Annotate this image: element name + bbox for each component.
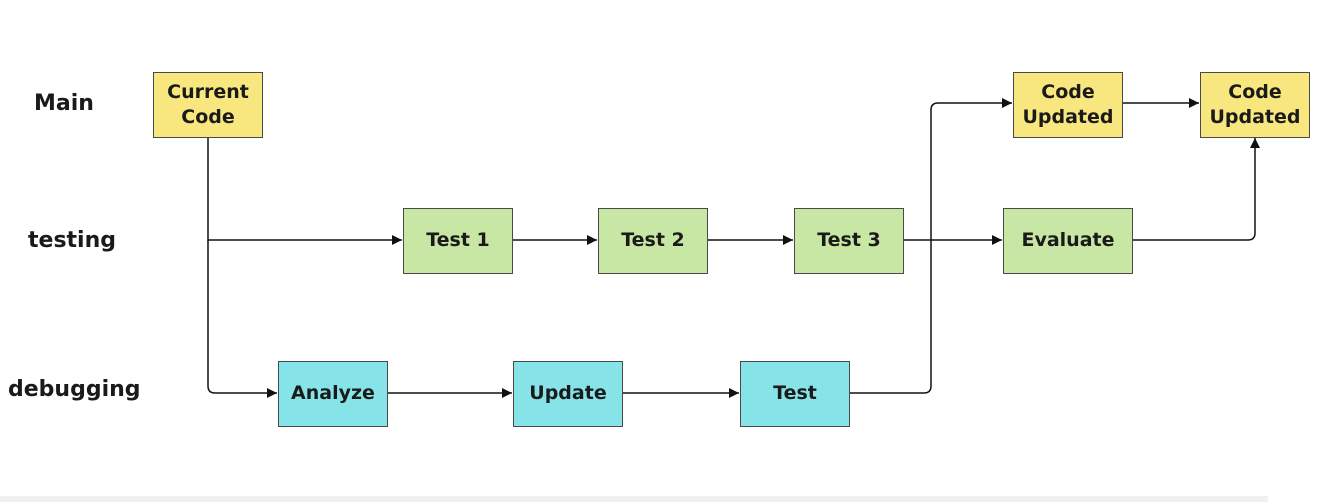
lane-label-debugging: debugging bbox=[8, 377, 141, 402]
lane-label-testing: testing bbox=[28, 228, 116, 253]
node-current-code: Current Code bbox=[153, 72, 263, 138]
bottom-divider bbox=[0, 496, 1268, 502]
node-update: Update bbox=[513, 361, 623, 427]
node-code-updated-1-line1: Code bbox=[1041, 80, 1095, 103]
node-code-updated-2-line1: Code bbox=[1228, 80, 1282, 103]
node-current-code-line2: Code bbox=[181, 106, 235, 128]
node-code-updated-2: Code Updated bbox=[1200, 72, 1310, 138]
node-test: Test bbox=[740, 361, 850, 427]
node-test-2: Test 2 bbox=[598, 208, 708, 274]
node-analyze: Analyze bbox=[278, 361, 388, 427]
node-code-updated-2-line2: Updated bbox=[1209, 106, 1301, 128]
node-code-updated-1-line2: Updated bbox=[1022, 106, 1114, 128]
node-test-3: Test 3 bbox=[794, 208, 904, 274]
edge-current-to-analyze bbox=[207, 240, 277, 398]
node-test-1: Test 1 bbox=[403, 208, 513, 274]
edge-current-to-test1 bbox=[207, 137, 402, 245]
node-current-code-line1: Current bbox=[167, 80, 249, 103]
node-code-updated-1: Code Updated bbox=[1013, 72, 1123, 138]
edge-evaluate-to-code-updated-2 bbox=[1133, 138, 1260, 241]
lane-label-main: Main bbox=[34, 91, 94, 116]
node-evaluate: Evaluate bbox=[1003, 208, 1133, 274]
edge-test-to-code-updated-1 bbox=[850, 98, 1012, 394]
